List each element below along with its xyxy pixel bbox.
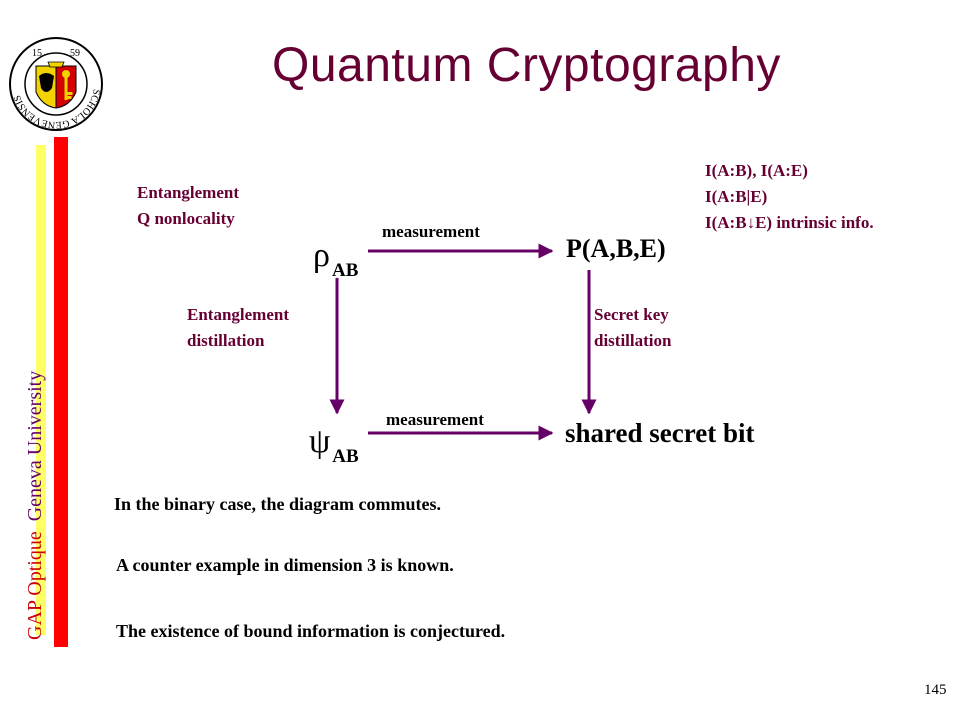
statement-bound-information: The existence of bound information is co… — [116, 621, 506, 641]
statement-binary-case: In the binary case, the diagram commutes… — [114, 494, 441, 514]
seal-year-left: 15 — [32, 48, 42, 59]
sun-icon — [47, 61, 65, 68]
page-number: 145 — [924, 682, 947, 698]
measurement-top-label: measurement — [382, 222, 480, 241]
page-title: Quantum Cryptography — [272, 39, 781, 92]
info-line-2: I(A:B|E) — [705, 187, 768, 206]
secret-key-distillation-label: Secret key distillation — [594, 305, 672, 350]
entanglement-distillation-label: Entanglement distillation — [187, 305, 289, 350]
seal-year-right: 59 — [70, 48, 80, 59]
information-measures: I(A:B), I(A:E) I(A:B|E) I(A:B↓E) intrins… — [705, 158, 874, 236]
university-seal: SCHOLA GENEVENSIS 15 59 — [9, 37, 103, 131]
statement-counter-example: A counter example in dimension 3 is know… — [116, 555, 454, 575]
eagle-icon — [39, 73, 54, 92]
entanglement-nonlocality-label: Entanglement Q nonlocality — [137, 180, 239, 232]
down-arrow-icon: ↓ — [746, 213, 756, 232]
node-shared-secret-bit: shared secret bit — [565, 418, 755, 448]
key-icon — [62, 70, 73, 100]
node-p-abe: P(A,B,E) — [566, 234, 666, 263]
q-nonlocality-text: Q nonlocality — [137, 209, 235, 228]
info-line-1: I(A:B), I(A:E) — [705, 161, 808, 180]
info-line-3: I(A:B↓E) intrinsic info. — [705, 213, 874, 232]
entanglement-text: Entanglement — [137, 183, 239, 202]
red-side-bar — [54, 137, 68, 647]
yellow-side-bar — [36, 145, 46, 635]
measurement-bottom-label: measurement — [386, 410, 484, 429]
